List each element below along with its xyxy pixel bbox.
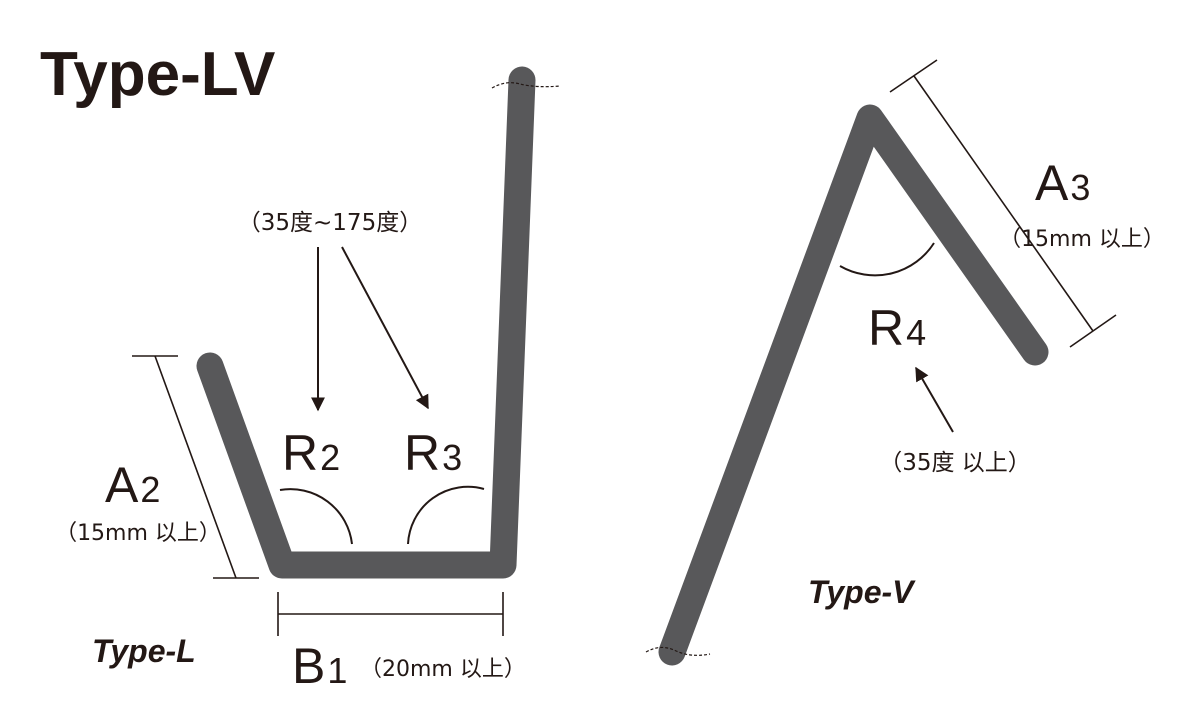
type-l-wire bbox=[196, 66, 536, 579]
a2-dimension-line bbox=[154, 355, 237, 579]
page-title: Type-LV bbox=[40, 40, 275, 109]
r3-label: R3 bbox=[404, 425, 462, 481]
r2-angle-arc bbox=[279, 488, 353, 545]
type-v-figure: A3 （15mm 以上） R4 （35度 以上） Type-V bbox=[645, 59, 1165, 666]
type-l-angle-note: （35度~175度） bbox=[238, 210, 422, 236]
r4-angle-arc bbox=[839, 242, 935, 277]
a2-note: （15mm 以上） bbox=[55, 521, 221, 546]
type-v-wire bbox=[658, 104, 1049, 666]
type-l-caption: Type-L bbox=[92, 633, 196, 669]
a3-extension-bottom bbox=[1069, 314, 1117, 348]
a3-dimension-line bbox=[913, 75, 1094, 332]
a3-label: A3 bbox=[1035, 155, 1090, 211]
r3-arrow bbox=[341, 246, 429, 410]
r3-angle-arc bbox=[407, 485, 485, 545]
b1-note: （20mm 以上） bbox=[360, 657, 526, 682]
b1-label: B1 bbox=[292, 638, 347, 694]
a3-extension-top bbox=[889, 59, 938, 93]
type-v-angle-note: （35度 以上） bbox=[879, 450, 1031, 476]
type-l-figure: （35度~175度） R2 R3 A2 （15mm 以上） B1 （20mm 以… bbox=[55, 66, 561, 694]
type-v-caption: Type-V bbox=[808, 574, 916, 610]
a2-label: A2 bbox=[105, 457, 160, 513]
r4-label: R4 bbox=[868, 300, 926, 356]
a3-note: （15mm 以上） bbox=[999, 227, 1165, 252]
r4-arrow bbox=[915, 366, 954, 433]
r2-label: R2 bbox=[282, 425, 340, 481]
type-l-break-line bbox=[491, 82, 561, 89]
